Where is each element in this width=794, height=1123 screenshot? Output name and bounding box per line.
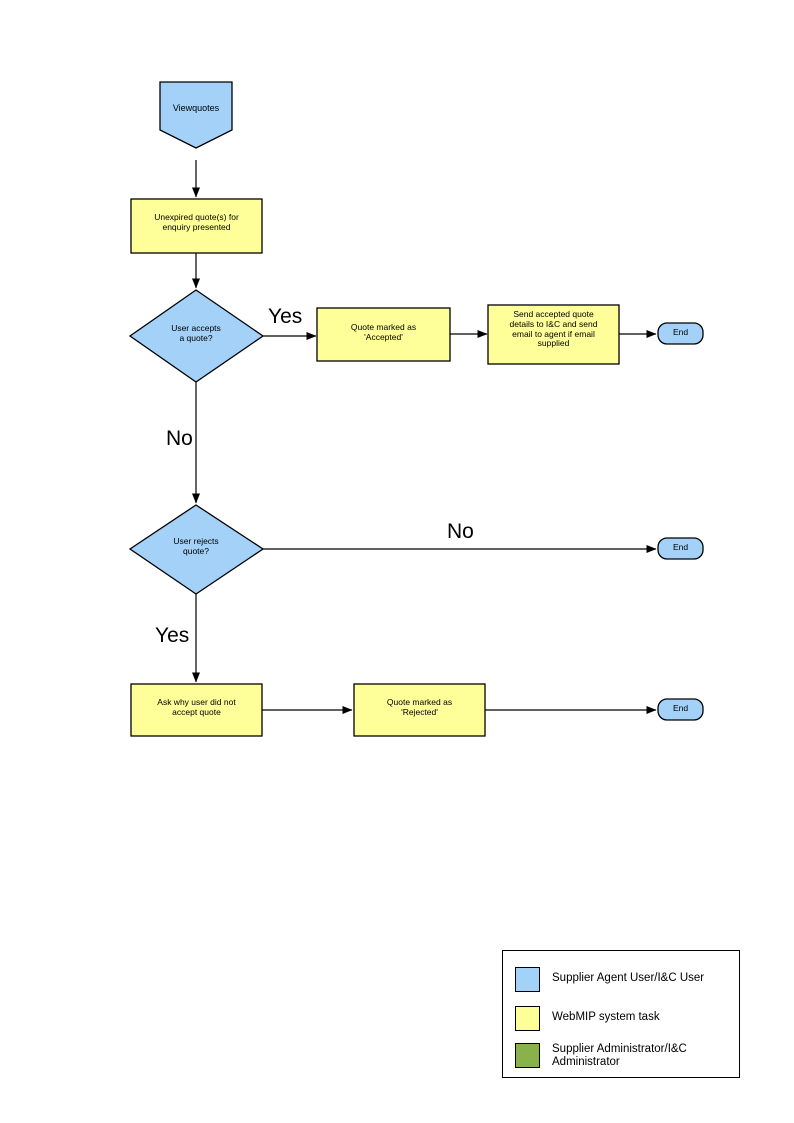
legend-item-webmip-system-task: WebMIP system task	[515, 1006, 660, 1031]
legend-swatch-admin-green	[515, 1043, 540, 1068]
branch-label-yes-accepts: Yes	[268, 305, 303, 328]
legend-swatch-system-yellow	[515, 1006, 540, 1031]
node-decision-user-accepts[interactable]	[128, 289, 265, 383]
legend: Supplier Agent User/I&C User WebMIP syst…	[502, 950, 740, 1078]
legend-label-webmip-system-task: WebMIP system task	[552, 1011, 660, 1023]
legend-item-supplier-agent: Supplier Agent User/I&C User	[515, 967, 704, 992]
node-unexpired-quotes[interactable]	[130, 198, 263, 254]
node-send-accepted-details[interactable]	[487, 304, 620, 365]
node-end-no-reject[interactable]	[657, 537, 704, 560]
branch-label-yes-rejects: Yes	[155, 624, 190, 647]
legend-label-supplier-administrator: Supplier Administrator/I&C Administrator	[552, 1043, 687, 1068]
legend-item-supplier-administrator: Supplier Administrator/I&C Administrator	[515, 1043, 687, 1069]
connectors	[192, 160, 657, 714]
node-start-viewquotes[interactable]	[159, 81, 233, 149]
node-quote-marked-rejected[interactable]	[353, 683, 486, 737]
node-quote-marked-accepted[interactable]	[316, 307, 451, 362]
legend-swatch-actor-blue	[515, 967, 540, 992]
node-decision-user-rejects[interactable]	[128, 504, 265, 595]
legend-label-supplier-agent: Supplier Agent User/I&C User	[552, 972, 705, 984]
node-end-accepted[interactable]	[657, 322, 704, 345]
branch-label-no-rejects: No	[447, 520, 474, 543]
node-end-rejected[interactable]	[657, 698, 704, 721]
branch-label-no-accepts: No	[166, 427, 193, 450]
node-ask-why-not-accepted[interactable]	[130, 683, 263, 737]
